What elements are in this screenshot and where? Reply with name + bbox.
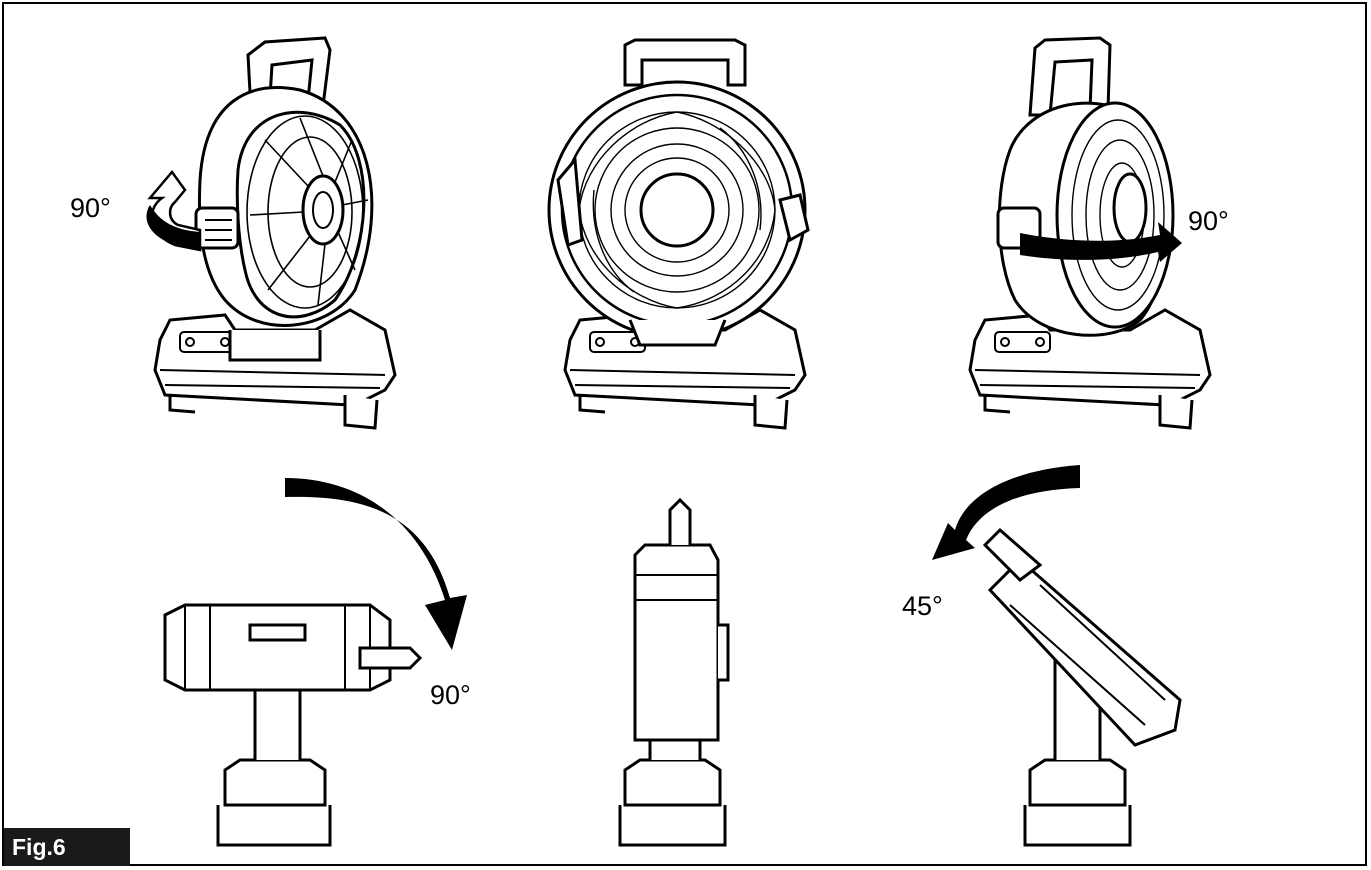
fan-bottom-center xyxy=(618,497,730,847)
fan-bottom-right xyxy=(982,527,1182,847)
angle-label-top-left: 90° xyxy=(70,193,111,223)
rotate-arrow-top-right xyxy=(1020,222,1182,262)
angle-label-bottom-right: 45° xyxy=(902,591,943,621)
angle-label-top-right: 90° xyxy=(1188,206,1229,236)
fan-top-left xyxy=(153,36,397,430)
fan-bottom-left xyxy=(163,603,423,847)
fan-top-right xyxy=(968,36,1212,430)
angle-label-bottom-left: 90° xyxy=(430,680,471,710)
figure-label: Fig.6 xyxy=(4,828,130,866)
fan-top-center xyxy=(547,38,810,430)
rotate-arrow-bottom-left xyxy=(285,478,467,650)
rotate-arrow-bottom-right xyxy=(932,465,1080,560)
rotate-arrow-top-left-shadow xyxy=(146,205,200,250)
